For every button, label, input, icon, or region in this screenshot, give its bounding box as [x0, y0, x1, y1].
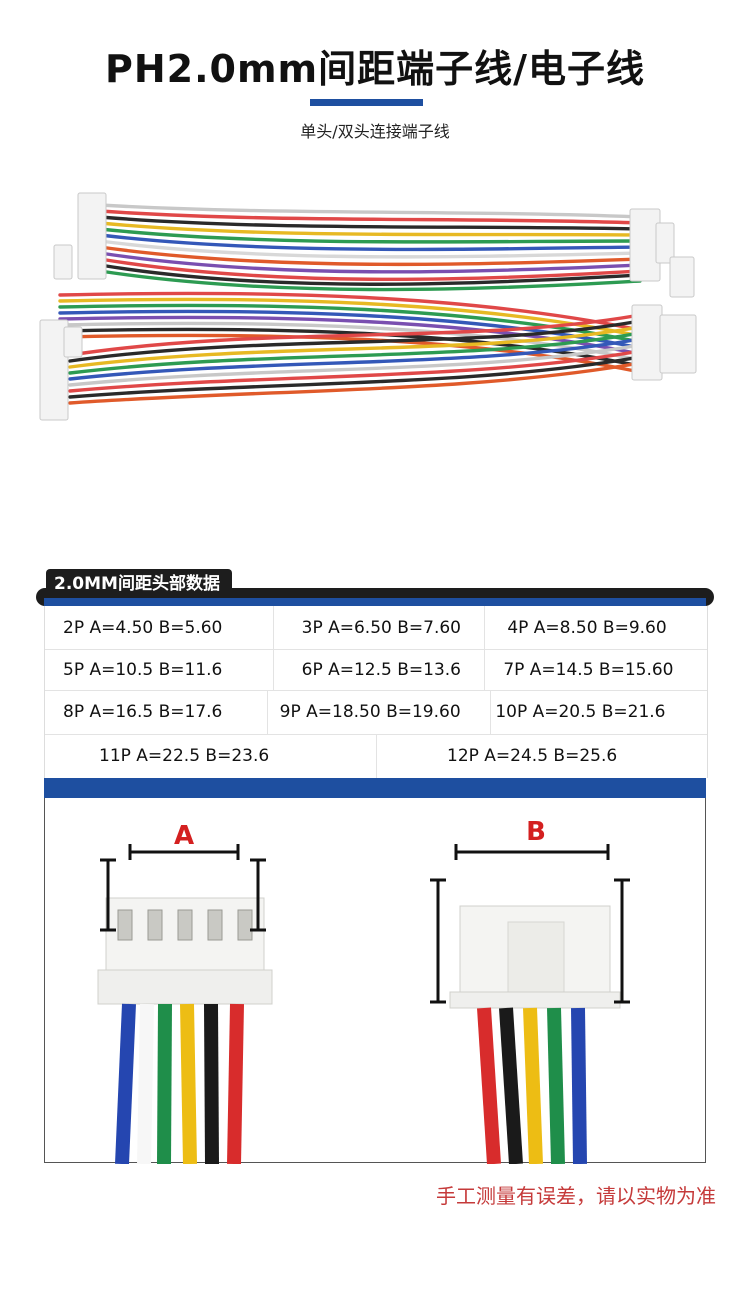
table-cell: 9P A=18.50 B=19.60	[268, 690, 492, 734]
table-cell: 2P A=4.50 B=5.60	[45, 606, 274, 649]
table-cell: 8P A=16.5 B=17.6	[45, 690, 268, 734]
table-row: 2P A=4.50 B=5.60 3P A=6.50 B=7.60 4P A=8…	[45, 606, 707, 650]
table-cell: 4P A=8.50 B=9.60	[507, 617, 667, 638]
table-cell: 6P A=12.5 B=13.6	[274, 649, 486, 690]
page-subtitle: 单头/双头连接端子线	[300, 122, 450, 141]
table-blue-stripe-bottom	[44, 778, 706, 798]
title-underline	[310, 99, 423, 106]
connector-dimension-diagram: A B	[97, 817, 630, 1164]
wire-harness-photo	[39, 192, 697, 421]
table-blue-stripe-top	[44, 598, 706, 606]
dimension-label-b: B	[526, 817, 546, 847]
table-row: 5P A=10.5 B=11.6 6P A=12.5 B=13.6 7P A=1…	[45, 649, 707, 691]
table-cell: 10P A=20.5 B=21.6	[495, 702, 666, 722]
connector-side-view: B	[430, 817, 630, 1164]
table-cell: 11P A=22.5 B=23.6	[45, 734, 377, 778]
table-row: 11P A=22.5 B=23.6 12P A=24.5 B=25.6	[45, 734, 707, 778]
table-cell: 3P A=6.50 B=7.60	[274, 606, 486, 649]
table-tab-label: 2.0MM间距头部数据	[46, 569, 232, 599]
connector-front-view: A	[97, 821, 273, 1164]
table-cell: 12P A=24.5 B=25.6	[447, 746, 618, 766]
table-row: 8P A=16.5 B=17.6 9P A=18.50 B=19.60 10P …	[45, 690, 707, 735]
measurement-disclaimer: 手工测量有误差，请以实物为准	[436, 1184, 716, 1208]
table-cell: 7P A=14.5 B=15.60	[503, 659, 674, 680]
page-title: PH2.0mm间距端子线/电子线	[104, 47, 646, 91]
table-cell: 5P A=10.5 B=11.6	[45, 649, 274, 690]
dimension-label-a: A	[174, 821, 194, 851]
spec-table: 2P A=4.50 B=5.60 3P A=6.50 B=7.60 4P A=8…	[44, 606, 708, 778]
